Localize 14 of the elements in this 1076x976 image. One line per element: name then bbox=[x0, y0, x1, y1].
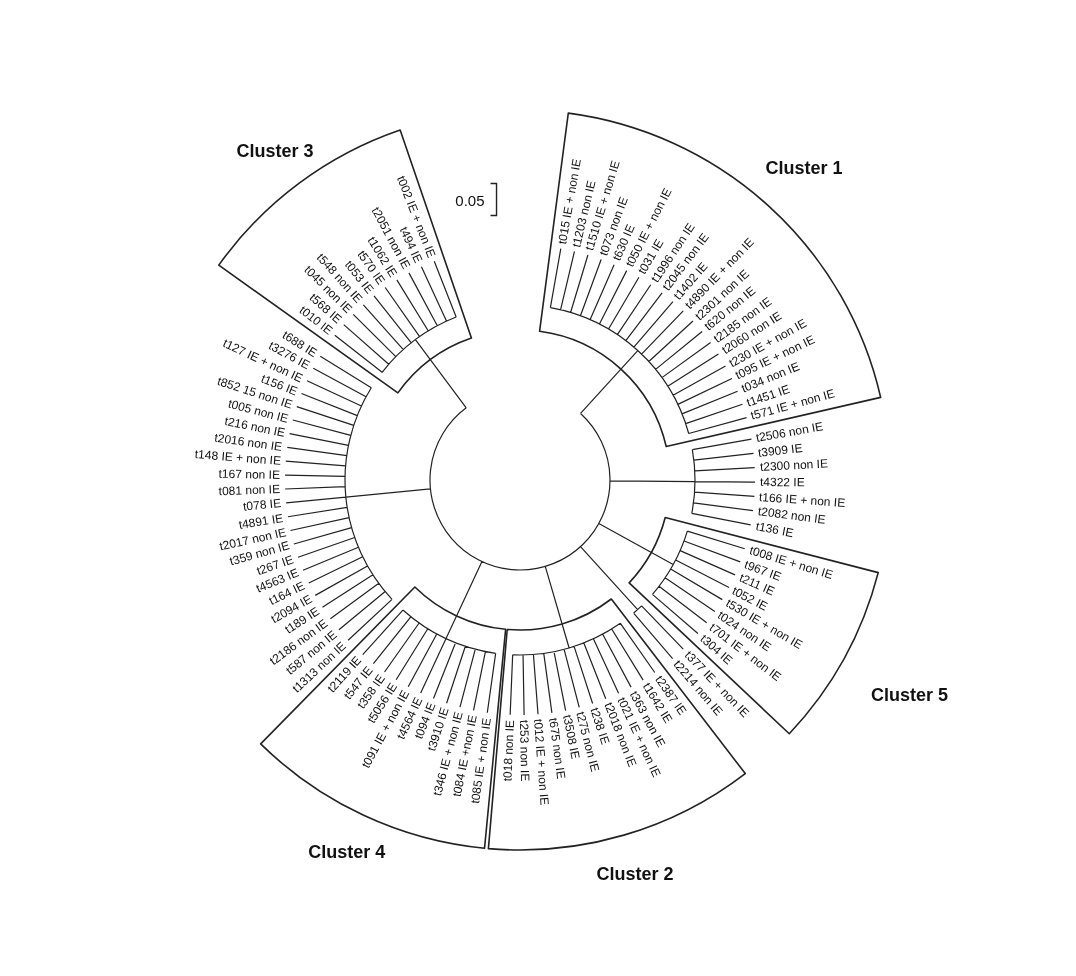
leaf-label: t4322 IE bbox=[759, 476, 805, 489]
leaf-label: t136 IE bbox=[754, 519, 795, 539]
leaf-label: t2300 non IE bbox=[759, 457, 828, 474]
leaf-label: t253 non IE bbox=[518, 719, 532, 782]
cluster-heading: Cluster 4 bbox=[308, 841, 386, 863]
cluster-heading: Cluster 5 bbox=[871, 684, 949, 706]
cluster-heading: Cluster 3 bbox=[236, 140, 314, 162]
leaf-label: t167 non IE bbox=[218, 467, 281, 481]
leaf-label: t081 non IE bbox=[218, 483, 281, 498]
cluster-heading: Cluster 1 bbox=[765, 157, 843, 179]
scale-label: 0.05 bbox=[455, 192, 485, 208]
leaf-label: t078 IE bbox=[242, 497, 282, 514]
cluster-heading: Cluster 2 bbox=[596, 863, 674, 884]
leaf-label: t018 non IE bbox=[501, 719, 516, 782]
